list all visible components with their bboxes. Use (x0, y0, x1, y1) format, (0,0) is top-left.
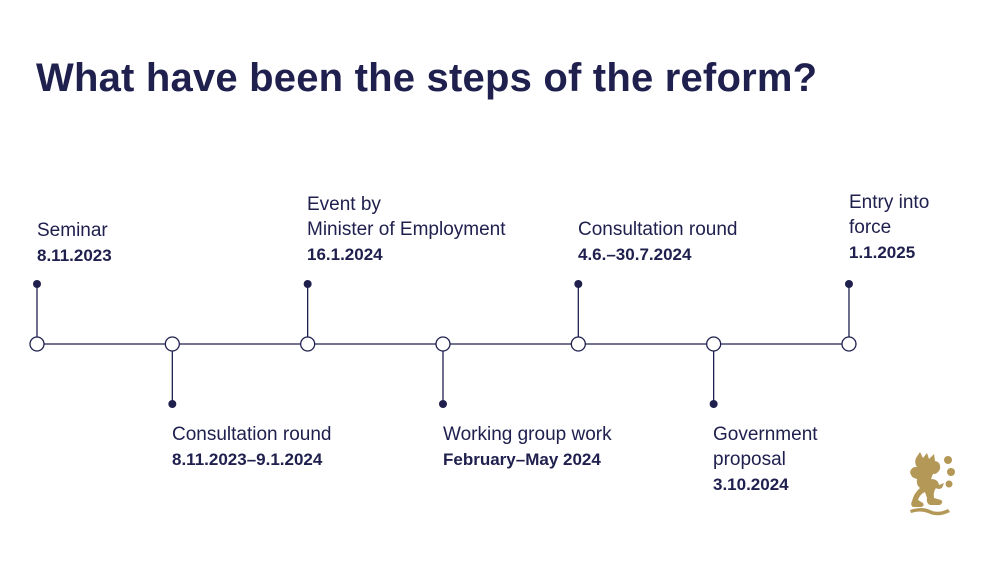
event-seminar: Seminar 8.11.2023 (37, 218, 112, 268)
timeline-node (570, 336, 586, 352)
event-date: 4.6.–30.7.2024 (578, 245, 692, 264)
event-label: Entry into force (849, 192, 930, 238)
pin-dot (574, 280, 583, 288)
pin-dot (844, 280, 853, 288)
event-date: February–May 2024 (443, 450, 601, 469)
event-consultation-round-1: Consultation round 8.11.2023–9.1.2024 (172, 422, 332, 472)
event-label: Event by Minister of Employment (307, 194, 506, 240)
timeline-node (164, 336, 180, 352)
event-government-proposal: Government proposal 3.10.2024 (713, 422, 818, 497)
finnish-lion-crest-icon (910, 452, 955, 516)
timeline-node (29, 336, 45, 352)
event-consultation-round-2: Consultation round 4.6.–30.7.2024 (578, 217, 738, 267)
timeline-node (300, 336, 316, 352)
event-date: 16.1.2024 (307, 245, 383, 264)
timeline-node (706, 336, 722, 352)
pin-dot (438, 400, 447, 408)
pin-dot (168, 400, 177, 408)
event-label: Working group work (443, 424, 612, 445)
event-label: Seminar (37, 220, 108, 241)
page-title: What have been the steps of the reform? (36, 56, 818, 100)
event-label: Consultation round (578, 219, 738, 240)
pin-dot (33, 280, 41, 288)
event-date: 8.11.2023 (37, 246, 112, 265)
event-label: Government proposal (713, 424, 818, 470)
timeline-node (435, 336, 451, 352)
timeline-node (841, 336, 857, 352)
event-date: 3.10.2024 (713, 475, 789, 494)
event-date: 8.11.2023–9.1.2024 (172, 450, 323, 469)
event-date: 1.1.2025 (849, 243, 916, 262)
event-working-group: Working group work February–May 2024 (443, 422, 612, 472)
event-label: Consultation round (172, 424, 332, 445)
event-minister-event: Event by Minister of Employment 16.1.202… (307, 192, 506, 267)
pin-dot (709, 400, 718, 408)
event-entry-into-force: Entry into force 1.1.2025 (849, 190, 929, 265)
pin-dot (303, 280, 312, 288)
